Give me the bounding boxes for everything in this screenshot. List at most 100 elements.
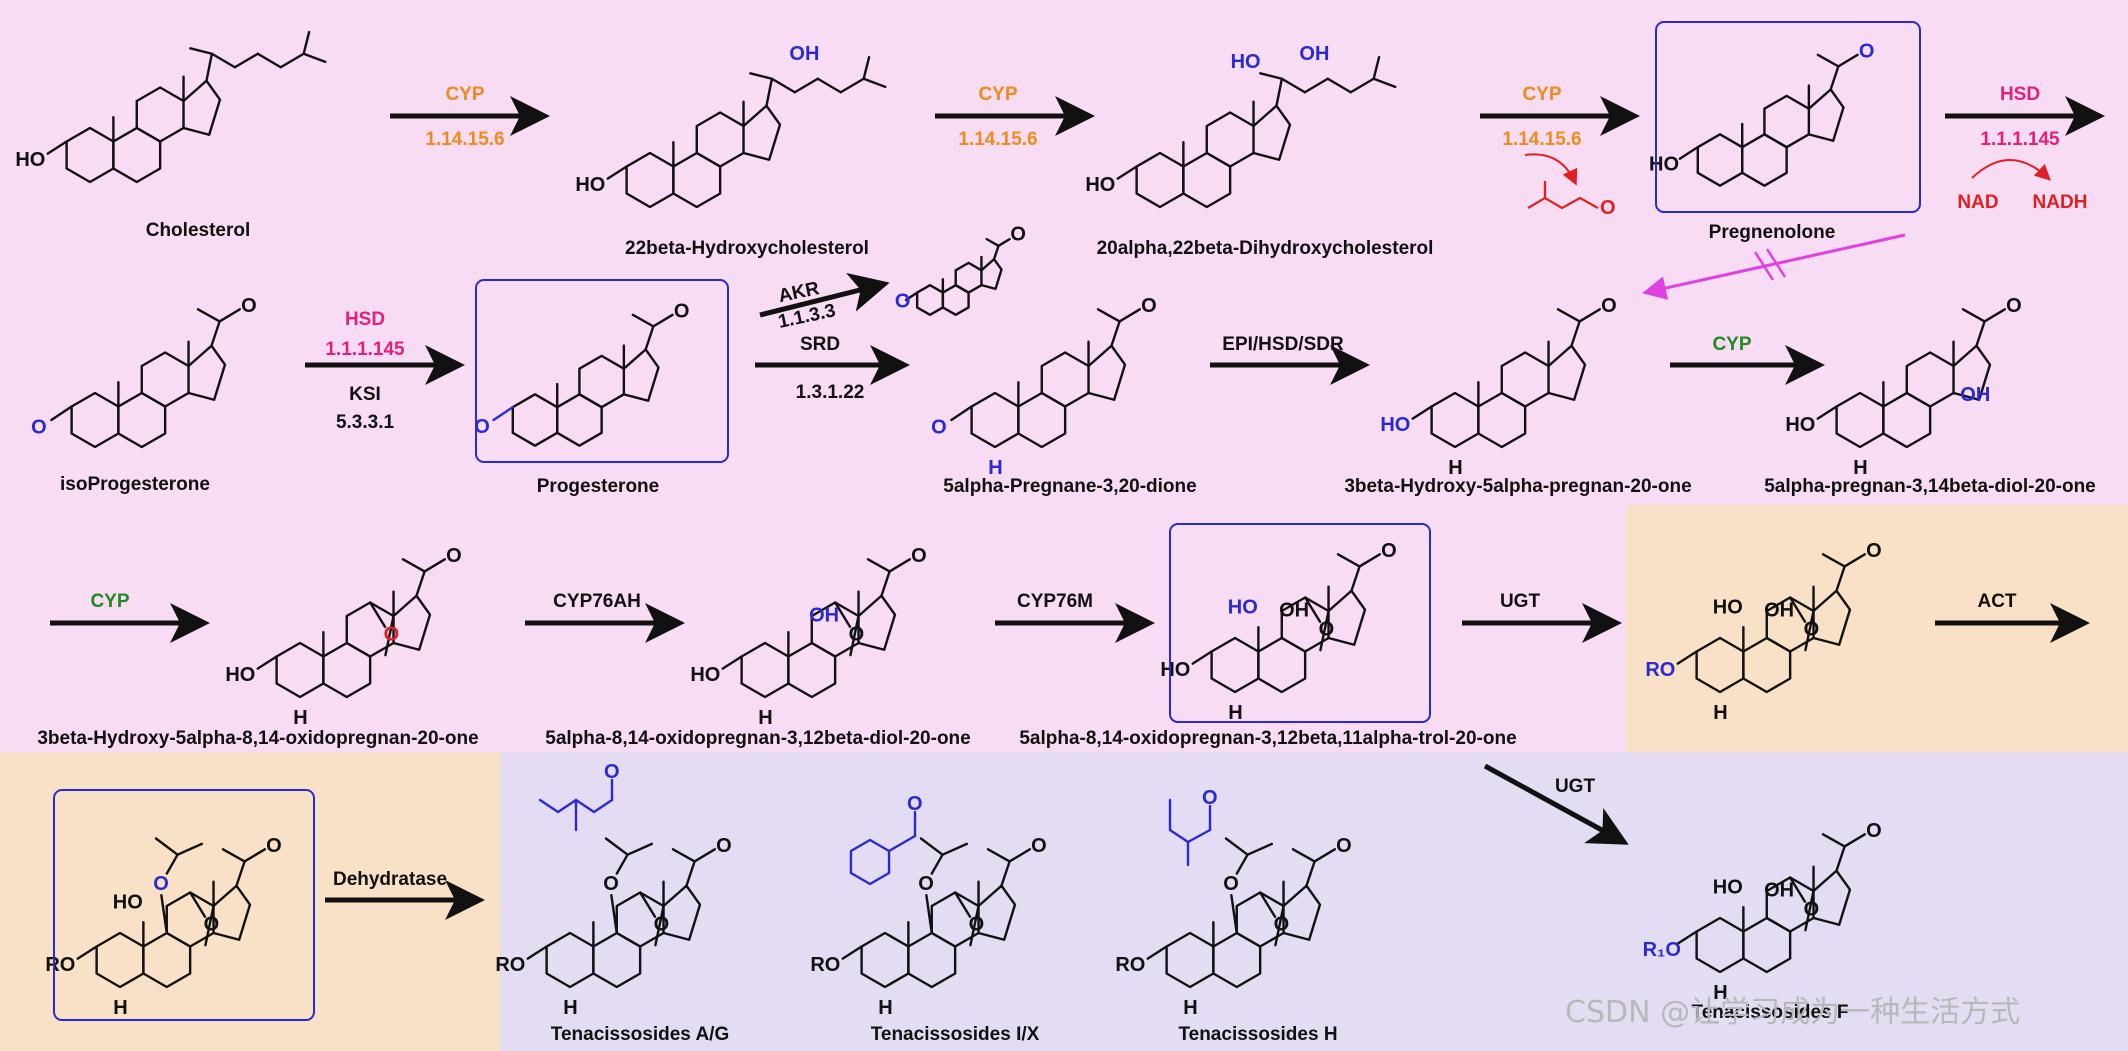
h5-label: H	[113, 997, 127, 1019]
srd-ec-label: 1.3.1.22	[796, 382, 865, 403]
epoxide-o-label: O	[969, 913, 985, 935]
oh12-label: OH	[1764, 879, 1794, 901]
epoxide-o-label: O	[384, 623, 400, 645]
carbonyl-o-label: O	[1381, 540, 1397, 562]
nadh-label: NADH	[2033, 192, 2088, 213]
cholesterol-label: Cholesterol	[146, 220, 251, 241]
h5-label: H	[293, 707, 307, 729]
pregnanedione-label: 5alpha-Pregnane-3,20-dione	[943, 476, 1196, 497]
ksi-ec-label: 5.3.3.1	[336, 412, 395, 433]
lavender-region	[500, 752, 2128, 1051]
pregnenolone-frame	[1655, 21, 1921, 213]
hydroxyl-label: HO	[1649, 153, 1679, 175]
carbonyl-o-label: O	[266, 835, 282, 857]
tenacissoside-h-label: Tenacissosides H	[1178, 1024, 1337, 1045]
h5-label: H	[1713, 702, 1727, 724]
carbonyl-o-label: O	[1141, 295, 1157, 317]
oh14-label: OH	[1960, 384, 1990, 406]
isoprogesterone-label: isoProgesterone	[60, 474, 210, 495]
hsd-ec-label-1: 1.1.1.145	[1980, 129, 2060, 150]
keto-o-label: O	[895, 290, 911, 312]
h5-label: H	[758, 707, 772, 729]
hsd-ec-label-2: 1.1.1.145	[325, 339, 405, 360]
h5-label: H	[1853, 457, 1867, 479]
carbonyl-o-label: O	[674, 300, 690, 322]
hydroxypregnanone-label: 3beta-Hydroxy-5alpha-pregnan-20-one	[1344, 476, 1691, 497]
cyp-label-2: CYP	[978, 84, 1017, 105]
isoprogesterone-structure: OO	[31, 295, 257, 449]
ho11-label: HO	[113, 892, 143, 914]
progesterone-structure: OO	[474, 300, 690, 447]
h5-label: H	[1228, 702, 1242, 724]
keto-o-label: O	[931, 417, 947, 439]
oh12-label: OH	[1279, 599, 1309, 621]
hsd-label-1: HSD	[2000, 84, 2040, 105]
epoxide-o-label: O	[204, 913, 220, 935]
ugt-label-1: UGT	[1500, 591, 1541, 612]
butanoyl-o-label: O	[1202, 787, 1218, 809]
carbonyl-o-label: O	[1336, 835, 1352, 857]
cyp76m-label: CYP76M	[1017, 591, 1093, 612]
carbonyl-o-label: O	[2006, 295, 2022, 317]
h5-label: H	[988, 457, 1002, 479]
hydroxyl-label: HO	[15, 149, 45, 171]
dihydroxycholesterol-structure: HO OH HO	[1085, 43, 1397, 209]
carbonyl-o-label: O	[911, 545, 927, 567]
carbonyl-o-label: O	[241, 295, 257, 317]
benzoyl-o-label: O	[907, 793, 923, 815]
acetyl-intermediate-frame	[53, 789, 315, 1021]
epoxide-o-label: O	[849, 623, 865, 645]
carbonyl-o-label: O	[1031, 835, 1047, 857]
carbonyl-o-label: O	[1601, 295, 1617, 317]
oh12-label: OH	[809, 604, 839, 626]
pregnanedione-structure: O H O	[931, 295, 1157, 479]
acyl-groups: O O O	[538, 761, 1218, 886]
oxidopregnanone-label: 3beta-Hydroxy-5alpha-8,14-oxidopregnan-2…	[37, 728, 478, 749]
oxidotriol-frame	[1169, 523, 1431, 723]
hydroxyl-label: HO	[1160, 659, 1190, 681]
peach-region-right	[1626, 505, 2128, 752]
isocaproaldehyde-fragment: O	[1527, 180, 1616, 219]
ugt-label-2: UGT	[1555, 776, 1596, 797]
ester-o-label: O	[918, 873, 934, 895]
keto-o-label: O	[31, 417, 47, 439]
ho20-label: HO	[1231, 51, 1261, 73]
epoxide-o-label: O	[654, 913, 670, 935]
h5-label: H	[878, 997, 892, 1019]
hydroxyl-label: HO	[1085, 174, 1115, 196]
tenacissoside-ag-label: Tenacissosides A/G	[551, 1024, 729, 1045]
ester-o-label: O	[153, 873, 169, 895]
oh22-label: OH	[1299, 43, 1329, 65]
keto-o-label: O	[474, 416, 490, 438]
blocked-mark-1	[1753, 251, 1775, 281]
ho11-label: HO	[1713, 597, 1743, 619]
ho11-label: HO	[1228, 597, 1258, 619]
epoxide-o-label: O	[1804, 618, 1820, 640]
cyp-ec-label-1: 1.14.15.6	[425, 129, 504, 150]
carbonyl-o-label: O	[1859, 40, 1875, 62]
tenacissoside-f-label: Tenacissosides F	[1692, 1002, 1849, 1023]
cyp-green-label-2: CYP	[90, 591, 129, 612]
ro-label: RO	[1645, 659, 1675, 681]
carbonyl-o-label: O	[1866, 820, 1882, 842]
cyp-ec-label-2: 1.14.15.6	[958, 129, 1037, 150]
aldehyde-o-label: O	[1600, 197, 1616, 219]
hydroxycholesterol-label: 22beta-Hydroxycholesterol	[625, 238, 869, 259]
dehydratase-label: Dehydratase	[333, 869, 447, 890]
dihydroxycholesterol-label: 20alpha,22beta-Dihydroxycholesterol	[1097, 238, 1434, 259]
epoxide-o-label: O	[1274, 913, 1290, 935]
cyp76ah-label: CYP76AH	[553, 591, 641, 612]
r1o-label: R₁O	[1643, 939, 1681, 961]
blocked-mark-2	[1765, 248, 1787, 278]
act-label: ACT	[1977, 591, 2016, 612]
ro-label: RO	[495, 954, 525, 976]
epoxide-o-label: O	[1804, 898, 1820, 920]
